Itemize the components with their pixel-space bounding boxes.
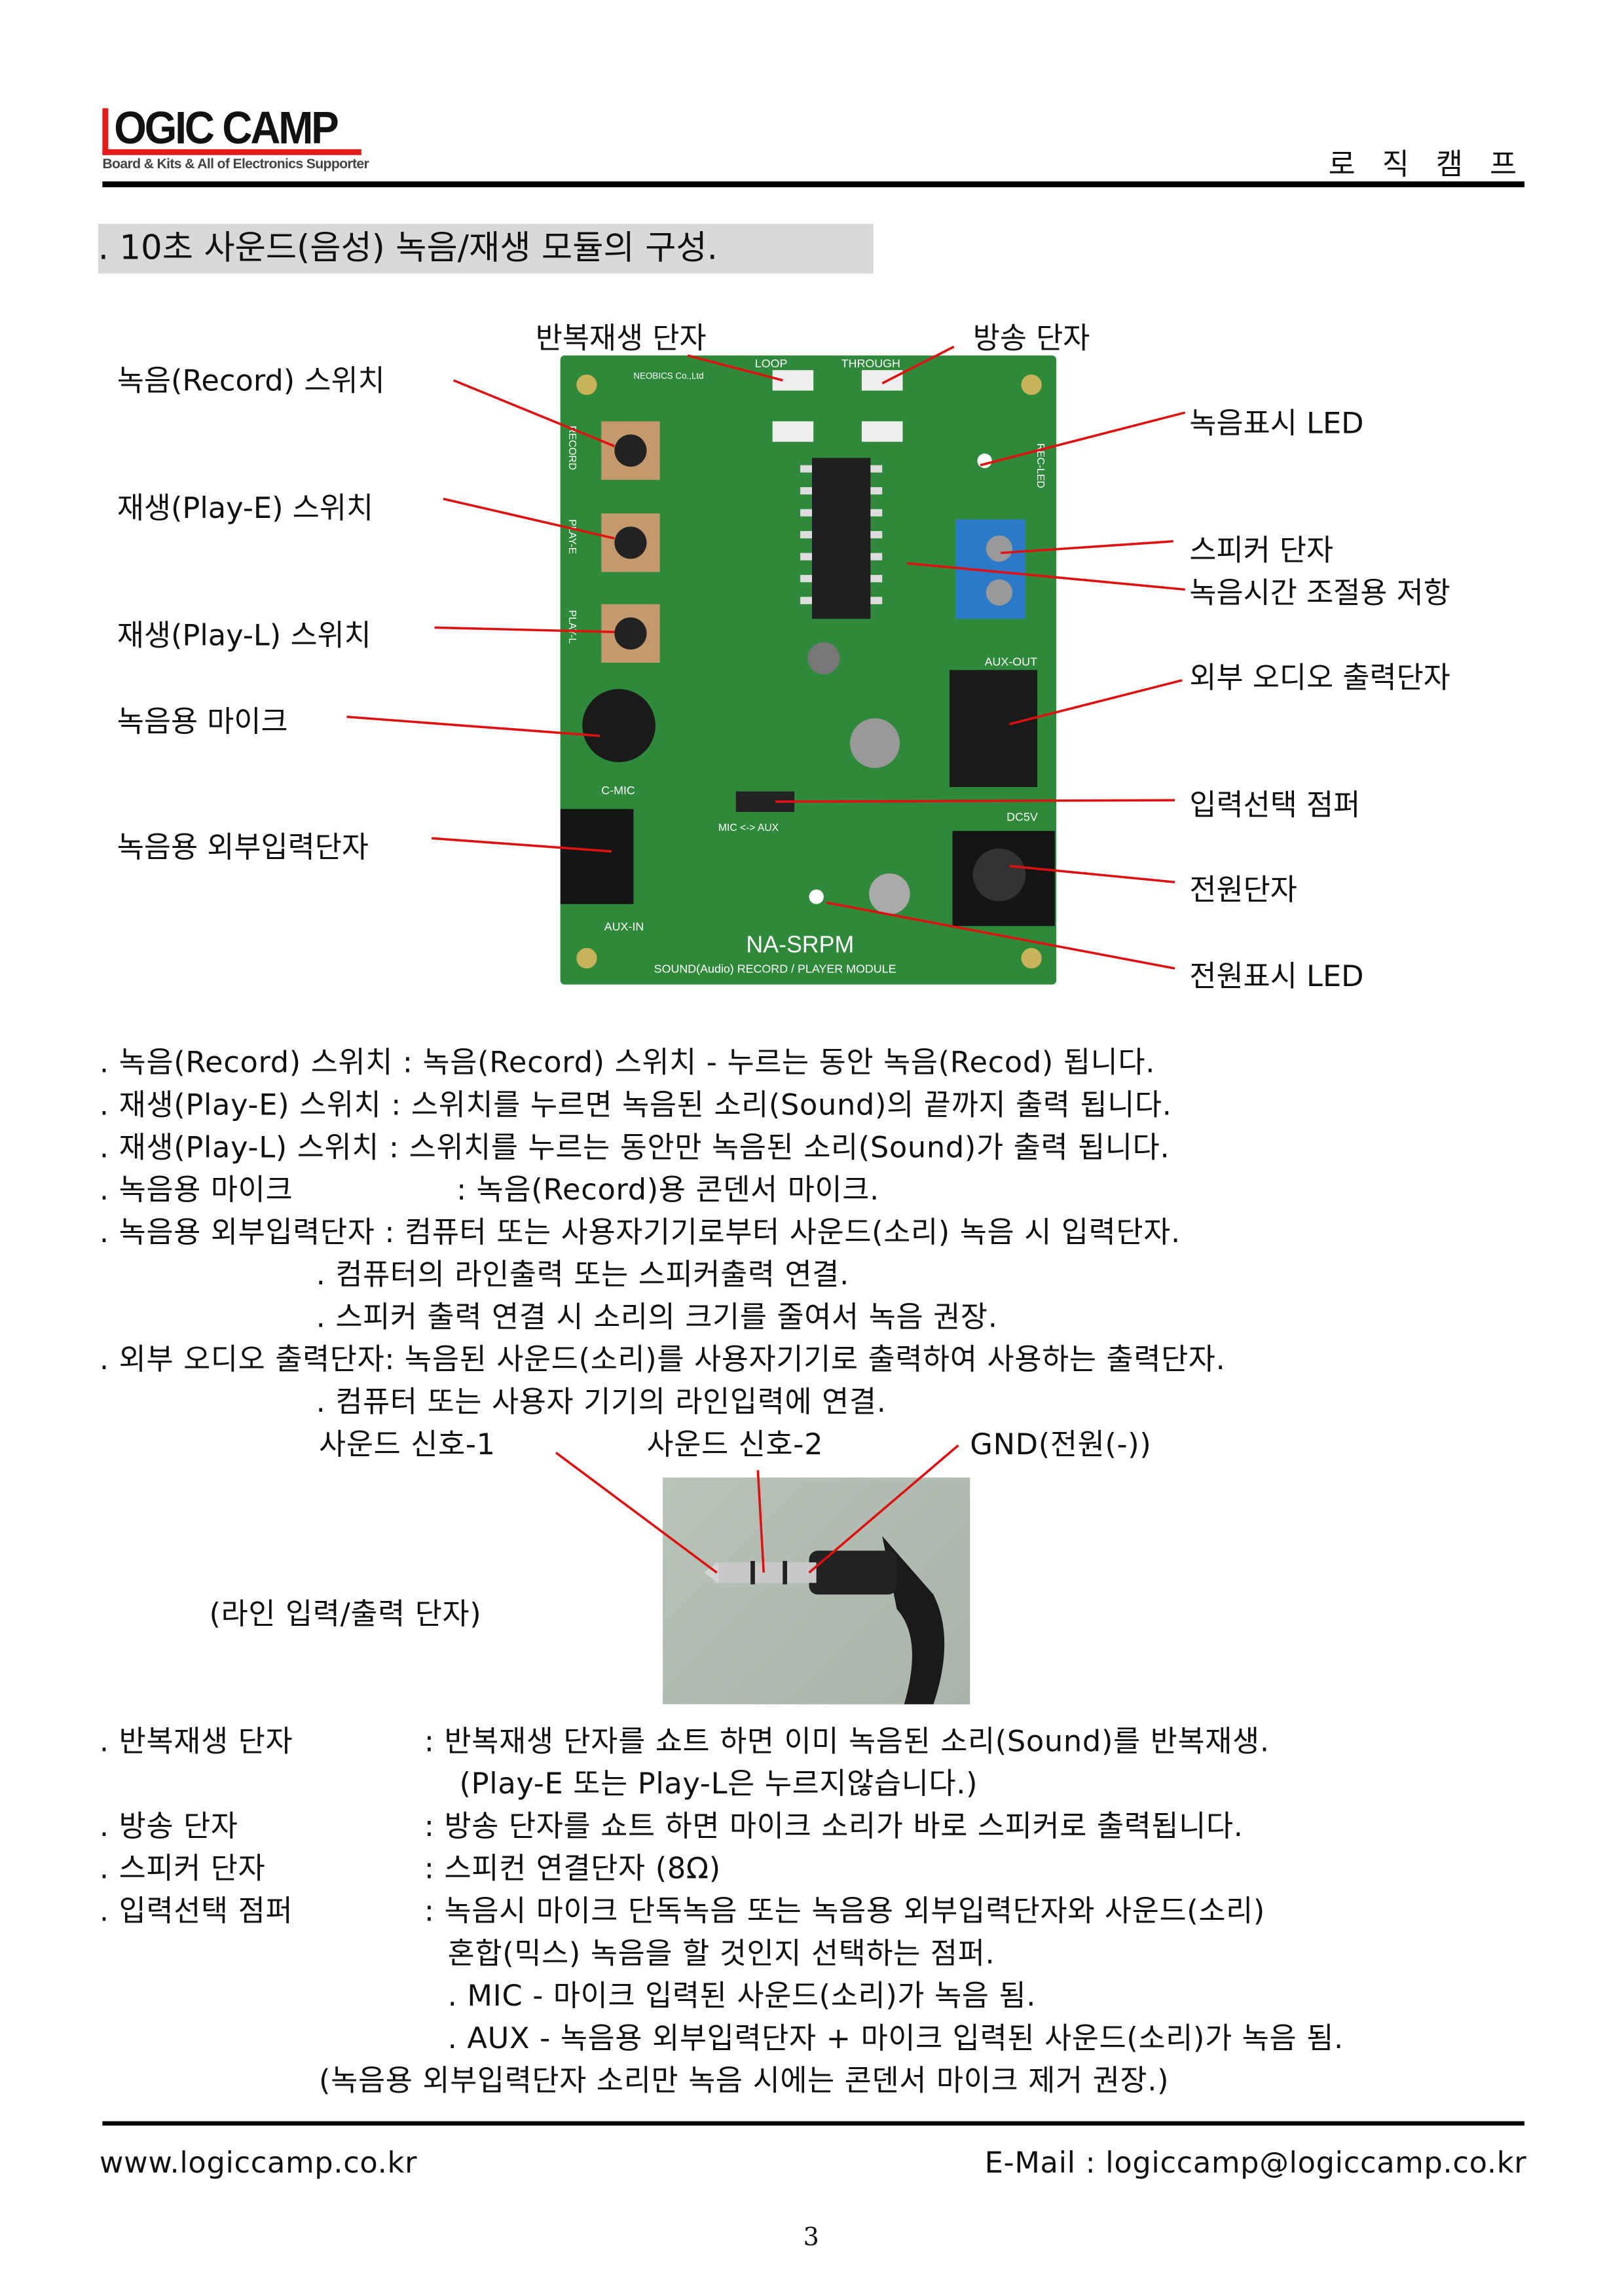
pcb-jumper-label: MIC <-> AUX bbox=[718, 822, 779, 834]
pcb-dc-label: DC5V bbox=[1006, 810, 1038, 823]
jumper-note: 혼합(믹스) 녹음을 할 것인지 선택하는 점퍼. bbox=[447, 1935, 995, 1971]
pcb-model: NA-SRPM bbox=[746, 931, 854, 957]
label-record-switch: 녹음(Record) 스위치 bbox=[117, 363, 385, 398]
term-name: . 반복재생 단자 bbox=[99, 1723, 293, 1759]
arrow-power-led bbox=[826, 901, 1175, 970]
logo-l-mark bbox=[102, 108, 109, 155]
arrow-speaker bbox=[1001, 540, 1173, 555]
desc-line: . 재생(Play-E) 스위치 : 스위치를 누르면 녹음된 소리(Sound… bbox=[99, 1087, 1172, 1122]
pcb-manufacturer: NEOBICS Co.,Ltd bbox=[633, 371, 703, 381]
arrow-play-e bbox=[443, 498, 615, 540]
arrow-play-l bbox=[434, 626, 615, 633]
audio-plug-drawing bbox=[703, 1535, 945, 1704]
label-through-terminal: 방송 단자 bbox=[972, 320, 1090, 356]
desc-line: . 외부 오디오 출력단자: 녹음된 사운드(소리)를 사용자기기로 출력하여 … bbox=[99, 1341, 1226, 1377]
pcb-loop-label: LOOP bbox=[755, 357, 788, 370]
arrow-plug-gnd bbox=[808, 1444, 959, 1574]
logo-text: OGIC CAMP bbox=[114, 102, 339, 154]
label-speaker-terminal: 스피커 단자 bbox=[1189, 532, 1334, 568]
desc-line: . 녹음용 외부입력단자 : 컴퓨터 또는 사용자기기로부터 사운드(소리) 녹… bbox=[99, 1214, 1181, 1250]
jumper-note: . MIC - 마이크 입력된 사운드(소리)가 녹음 됨. bbox=[447, 1977, 1037, 2013]
term-desc: : 방송 단자를 쇼트 하면 마이크 소리가 바로 스피커로 출력됩니다. bbox=[424, 1808, 1244, 1844]
term-desc: : 녹음시 마이크 단독녹음 또는 녹음용 외부입력단자와 사운드(소리) bbox=[424, 1893, 1266, 1928]
arrow-plug-signal-1 bbox=[555, 1452, 718, 1574]
footer-website[interactable]: www.logiccamp.co.kr bbox=[99, 2144, 418, 2180]
arrow-rec-led bbox=[980, 411, 1186, 467]
label-audio-out: 외부 오디오 출력단자 bbox=[1189, 659, 1450, 695]
label-rec-led: 녹음표시 LED bbox=[1189, 405, 1364, 441]
pcb-aux-in-label: AUX-IN bbox=[604, 920, 644, 933]
arrow-loop bbox=[687, 354, 783, 382]
page-number: 3 bbox=[803, 2223, 819, 2253]
pcb-record-label: RECORD bbox=[566, 426, 578, 470]
pcb-cmic-label: C-MIC bbox=[601, 784, 635, 797]
desc-line: . 녹음(Record) 스위치 : 녹음(Record) 스위치 - 누르는 … bbox=[99, 1044, 1156, 1080]
plug-label-gnd: GND(전원(-)) bbox=[970, 1426, 1152, 1461]
section-title: . 10초 사운드(음성) 녹음/재생 모듈의 구성. bbox=[98, 223, 874, 274]
arrow-aux-in bbox=[431, 837, 612, 853]
pcb-aux-out-label: AUX-OUT bbox=[985, 655, 1037, 669]
footer-email[interactable]: E-Mail : logiccamp@logiccamp.co.kr bbox=[984, 2144, 1527, 2180]
desc-line: . 녹음용 마이크 bbox=[99, 1171, 293, 1207]
label-aux-in: 녹음용 외부입력단자 bbox=[117, 829, 369, 865]
logo-underline bbox=[102, 149, 361, 155]
label-mic: 녹음용 마이크 bbox=[117, 703, 288, 739]
desc-line: . 재생(Play-L) 스위치 : 스위치를 누르는 동안만 녹음된 소리(S… bbox=[99, 1129, 1170, 1165]
plug-caption: (라인 입력/출력 단자) bbox=[209, 1596, 482, 1632]
arrow-through bbox=[881, 345, 955, 384]
term-name: . 입력선택 점퍼 bbox=[99, 1893, 293, 1928]
header-divider bbox=[102, 181, 1525, 187]
desc-line: . 스피커 출력 연결 시 소리의 크기를 줄여서 녹음 권장. bbox=[316, 1298, 998, 1334]
arrow-record bbox=[452, 379, 616, 448]
term-name: . 스피커 단자 bbox=[99, 1850, 266, 1886]
label-rec-time-resistor: 녹음시간 조절용 저항 bbox=[1189, 575, 1450, 610]
pcb-photo: LOOP THROUGH NEOBICS Co.,Ltd AUX-OUT AUX… bbox=[560, 355, 1057, 985]
term-desc: : 스피컨 연결단자 (8Ω) bbox=[424, 1850, 721, 1886]
label-loop-terminal: 반복재생 단자 bbox=[535, 320, 707, 356]
pcb-rec-led-label: REC-LED bbox=[1035, 443, 1046, 488]
audio-plug-photo bbox=[663, 1477, 970, 1704]
header-company-name: 로 직 캠 프 bbox=[1328, 146, 1526, 182]
pcb-play-l-label: PLAY-L bbox=[566, 610, 578, 644]
label-play-e-switch: 재생(Play-E) 스위치 bbox=[117, 490, 374, 526]
arrow-resistor bbox=[907, 562, 1185, 591]
desc-line: . 컴퓨터 또는 사용자 기기의 라인입력에 연결. bbox=[316, 1384, 887, 1420]
logo-tagline: Board & Kits & All of Electronics Suppor… bbox=[102, 156, 369, 173]
label-power-led: 전원표시 LED bbox=[1189, 958, 1364, 994]
arrow-mic bbox=[346, 715, 600, 737]
plug-label-signal-1: 사운드 신호-1 bbox=[319, 1426, 496, 1461]
term-desc: (Play-E 또는 Play-L은 누르지않습니다.) bbox=[459, 1765, 978, 1801]
jumper-note: . AUX - 녹음용 외부입력단자 + 마이크 입력된 사운드(소리)가 녹음… bbox=[447, 2020, 1344, 2056]
desc-line: : 녹음(Record)용 콘덴서 마이크. bbox=[456, 1171, 879, 1207]
plug-label-signal-2: 사운드 신호-2 bbox=[646, 1426, 824, 1461]
label-power-jack: 전원단자 bbox=[1189, 872, 1297, 908]
pcb-through-label: THROUGH bbox=[841, 357, 900, 370]
pcb-subtitle: SOUND(Audio) RECORD / PLAYER MODULE bbox=[654, 963, 896, 976]
arrow-audio-out bbox=[1009, 679, 1183, 725]
term-desc: : 반복재생 단자를 쇼트 하면 이미 녹음된 소리(Sound)를 반복재생. bbox=[424, 1723, 1270, 1759]
pcb-drawing: LOOP THROUGH NEOBICS Co.,Ltd AUX-OUT AUX… bbox=[560, 355, 1057, 985]
desc-line: . 컴퓨터의 라인출력 또는 스피커출력 연결. bbox=[316, 1257, 849, 1292]
term-name: . 방송 단자 bbox=[99, 1808, 238, 1844]
arrow-power-jack bbox=[1009, 864, 1175, 884]
jumper-note: (녹음용 외부입력단자 소리만 녹음 시에는 콘덴서 마이크 제거 권장.) bbox=[319, 2063, 1170, 2098]
label-input-jumper: 입력선택 점퍼 bbox=[1189, 786, 1361, 822]
arrow-plug-signal-2 bbox=[756, 1470, 766, 1573]
footer-divider bbox=[102, 2121, 1525, 2126]
arrow-jumper bbox=[775, 799, 1175, 803]
label-play-l-switch: 재생(Play-L) 스위치 bbox=[117, 617, 371, 653]
